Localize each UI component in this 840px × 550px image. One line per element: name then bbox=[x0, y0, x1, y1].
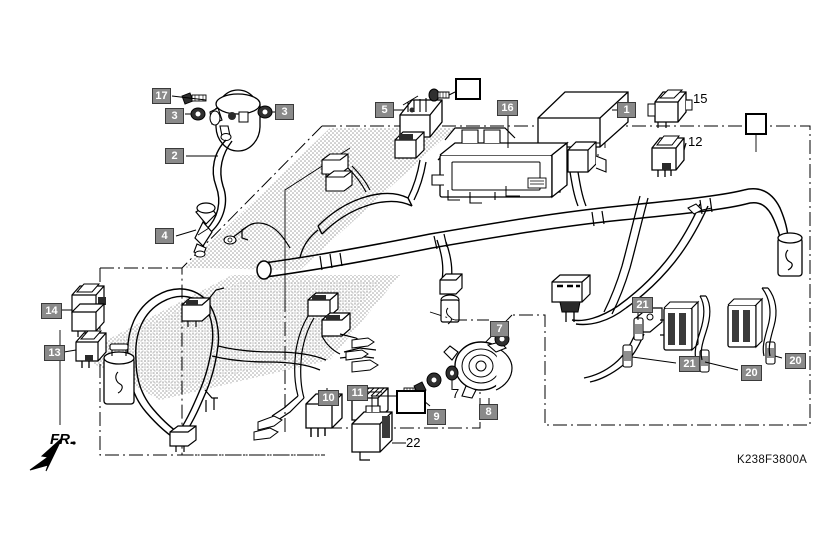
orientation-arrow-icon bbox=[29, 437, 76, 472]
callout-11[interactable]: 11 bbox=[347, 385, 368, 401]
part-bolt-17 bbox=[181, 92, 207, 105]
blank-callout-1[interactable] bbox=[455, 78, 481, 100]
callout-9[interactable]: 9 bbox=[427, 409, 446, 425]
callout-17[interactable]: 17 bbox=[152, 88, 171, 104]
shading-region-upper bbox=[184, 128, 455, 270]
leader-line-17 bbox=[171, 95, 207, 101]
part-starter-magnetic-switch bbox=[399, 95, 443, 138]
part-grommet-3-right bbox=[257, 105, 273, 119]
harness-connector-left-mid bbox=[181, 297, 211, 327]
blank-callout-3[interactable] bbox=[396, 390, 426, 414]
part-fuse-21-lower bbox=[622, 344, 633, 368]
part-starter-bolt bbox=[428, 88, 450, 102]
part-relay-15 bbox=[647, 89, 693, 128]
callout-14[interactable]: 14 bbox=[41, 303, 62, 319]
callout-21-upper[interactable]: 21 bbox=[632, 297, 653, 313]
callout-10[interactable]: 10 bbox=[318, 390, 339, 406]
callout-8[interactable]: 8 bbox=[479, 404, 498, 420]
part-fuse-box-tray bbox=[431, 127, 569, 204]
part-canister bbox=[103, 343, 135, 405]
harness-right-branch bbox=[743, 188, 803, 277]
part-fuse-box-left bbox=[660, 300, 700, 352]
label-15[interactable]: 15 bbox=[693, 91, 708, 106]
harness-left-loop bbox=[127, 287, 327, 443]
callout-3-right[interactable]: 3 bbox=[275, 104, 294, 120]
blank-callout-2[interactable] bbox=[745, 113, 767, 135]
label-22[interactable]: 22 bbox=[406, 435, 421, 450]
part-nut-7-a bbox=[426, 372, 442, 388]
callout-16[interactable]: 16 bbox=[497, 100, 518, 116]
harness-connector-right-top bbox=[567, 141, 607, 207]
callout-2[interactable]: 2 bbox=[165, 148, 184, 164]
leader-line-20b bbox=[774, 355, 783, 359]
callout-13[interactable]: 13 bbox=[44, 345, 65, 361]
harness-connector-mid-right bbox=[439, 273, 463, 325]
callout-3-left[interactable]: 3 bbox=[165, 108, 184, 124]
callout-1[interactable]: 1 bbox=[617, 102, 636, 118]
part-relay-14-lower bbox=[71, 303, 105, 337]
leader-line-4 bbox=[175, 229, 197, 237]
part-fuse-20-right bbox=[765, 341, 776, 365]
part-horn-8 bbox=[443, 341, 513, 399]
callout-20-left[interactable]: 20 bbox=[741, 365, 762, 381]
part-fuse-box-right bbox=[727, 297, 764, 349]
callout-4[interactable]: 4 bbox=[155, 228, 174, 244]
starter-cable-loops bbox=[694, 287, 777, 361]
label-12[interactable]: 12 bbox=[688, 134, 703, 149]
part-washer-7-b bbox=[445, 365, 459, 381]
leader-line-20a bbox=[704, 361, 739, 371]
harness-connector-cluster bbox=[253, 292, 379, 441]
sub-group-lines bbox=[429, 311, 490, 321]
harness-connector-upper-c bbox=[394, 131, 425, 159]
part-ignition-coil-assembly bbox=[209, 89, 261, 152]
leader-line-13 bbox=[63, 349, 77, 353]
part-grommet-3-left bbox=[190, 107, 206, 121]
part-relay-12 bbox=[651, 135, 685, 177]
callout-21-lower[interactable]: 21 bbox=[679, 356, 700, 372]
part-fuse-21-upper bbox=[633, 317, 644, 341]
leader-line-21b bbox=[631, 356, 677, 364]
part-ecu-control-unit bbox=[537, 91, 629, 148]
harness-connector-bottom-left bbox=[169, 425, 197, 452]
part-fuse-20-left bbox=[699, 349, 710, 373]
harness-small-terminal-right bbox=[687, 203, 713, 215]
part-unit-22 bbox=[351, 405, 393, 461]
part-spark-plug-cap-4 bbox=[193, 202, 217, 258]
callout-7-boxed[interactable]: 7 bbox=[490, 321, 509, 337]
harness-connector-block bbox=[551, 274, 591, 322]
part-relay-13 bbox=[75, 330, 107, 368]
leader-line-blank-1 bbox=[448, 91, 456, 96]
harness-branch-connector-b bbox=[325, 170, 353, 192]
harness-ring-terminal bbox=[223, 225, 249, 245]
label-7[interactable]: 7 bbox=[452, 386, 460, 401]
drawing-part-number: K238F3800A bbox=[737, 454, 808, 466]
part-starter-cable bbox=[583, 307, 663, 383]
orientation-label: FR. bbox=[50, 431, 75, 448]
callout-20-right[interactable]: 20 bbox=[785, 353, 806, 369]
callout-5[interactable]: 5 bbox=[375, 102, 394, 118]
leader-line-12 bbox=[683, 142, 687, 151]
